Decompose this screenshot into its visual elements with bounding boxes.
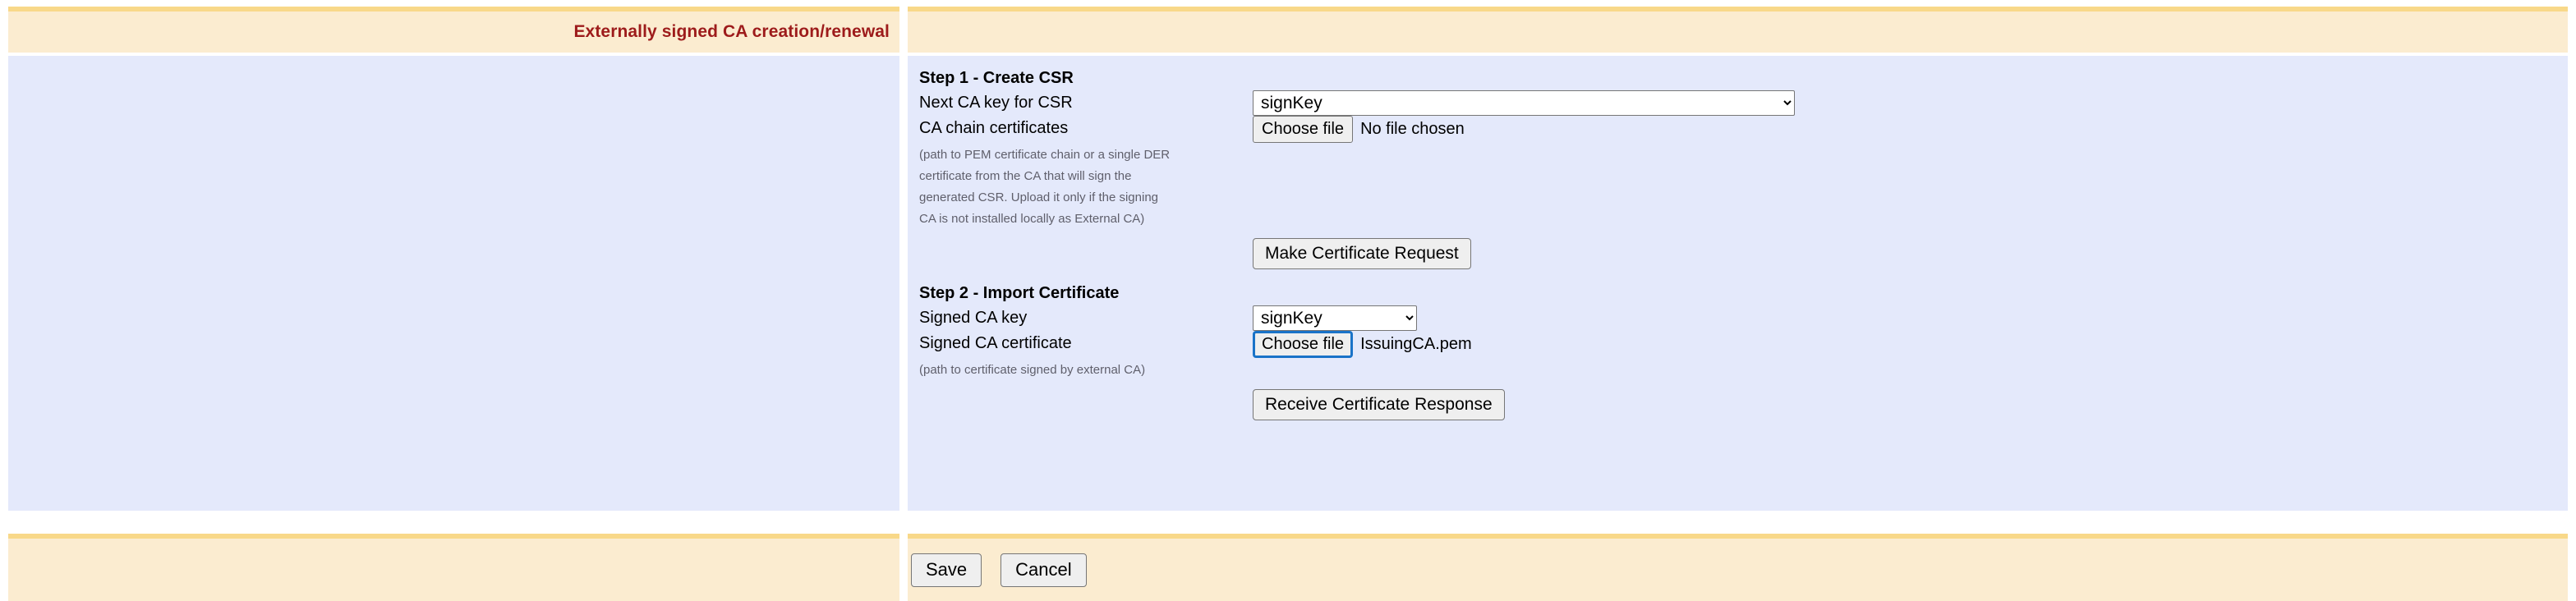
ca-chain-file-field[interactable]: Choose file No file chosen	[1253, 116, 1465, 143]
row-ca-chain-help: (path to PEM certificate chain or a sing…	[919, 143, 2568, 230]
make-certificate-request-button[interactable]: Make Certificate Request	[1253, 238, 1471, 269]
page-title: Externally signed CA creation/renewal	[573, 22, 890, 41]
footer-spacer-cell	[8, 534, 899, 601]
ca-chain-help-line-3: generated CSR. Upload it only if the sig…	[919, 190, 1159, 204]
signed-ca-certificate-file-status: IssuingCA.pem	[1360, 335, 1472, 353]
make-request-label-spacer	[919, 238, 1253, 240]
signed-ca-key-control: signKey	[1253, 305, 2568, 331]
form-panel: Step 1 - Create CSR Next CA key for CSR …	[908, 56, 2568, 511]
row-signed-ca-key: Signed CA key signKey	[919, 305, 2568, 331]
receive-response-label-spacer	[919, 389, 1253, 391]
ca-chain-choose-file-button[interactable]: Choose file	[1253, 116, 1354, 143]
row-make-certificate-request: Make Certificate Request	[919, 238, 2568, 269]
save-button[interactable]: Save	[911, 553, 982, 587]
step1-heading: Step 1 - Create CSR	[919, 69, 1074, 87]
ca-chain-help-line-1: (path to PEM certificate chain or a sing…	[919, 148, 1171, 162]
spacer-before-receive-response	[919, 381, 2568, 389]
header-band: Externally signed CA creation/renewal	[8, 7, 2568, 53]
signed-ca-certificate-help-wrapper: (path to certificate signed by external …	[919, 358, 1253, 381]
make-request-control: Make Certificate Request	[1253, 238, 2568, 269]
row-signed-ca-certificate-help: (path to certificate signed by external …	[919, 358, 2568, 381]
signed-ca-key-label: Signed CA key	[919, 309, 1028, 327]
receive-certificate-response-button[interactable]: Receive Certificate Response	[1253, 389, 1505, 420]
row-ca-chain: CA chain certificates Choose file No fil…	[919, 116, 2568, 143]
footer-band: Save Cancel	[8, 534, 2568, 601]
signed-ca-certificate-file-field[interactable]: Choose file IssuingCA.pem	[1253, 331, 1472, 358]
signed-ca-certificate-choose-file-button[interactable]: Choose file	[1253, 331, 1354, 358]
row-receive-certificate-response: Receive Certificate Response	[919, 389, 2568, 420]
spacer-before-step2	[919, 269, 2568, 282]
signed-ca-key-select[interactable]: signKey	[1253, 305, 1417, 331]
header-title-cell: Externally signed CA creation/renewal	[8, 7, 899, 53]
header-spacer-cell	[908, 7, 2568, 53]
receive-response-control: Receive Certificate Response	[1253, 389, 2568, 420]
cancel-button[interactable]: Cancel	[1000, 553, 1087, 587]
ca-chain-help-line-4: CA is not installed locally as External …	[919, 212, 1145, 226]
footer-actions-cell: Save Cancel	[908, 534, 2568, 601]
ca-chain-label: CA chain certificates	[919, 119, 1069, 137]
next-ca-key-control: signKey	[1253, 90, 2568, 116]
left-empty-panel	[8, 56, 899, 511]
step2-heading: Step 2 - Import Certificate	[919, 284, 1120, 302]
signed-ca-certificate-label: Signed CA certificate	[919, 334, 1072, 352]
next-ca-key-select[interactable]: signKey	[1253, 90, 1795, 116]
ca-chain-help-wrapper: (path to PEM certificate chain or a sing…	[919, 143, 1253, 230]
spacer-before-make-request	[919, 230, 2568, 238]
main-band: Step 1 - Create CSR Next CA key for CSR …	[8, 56, 2568, 511]
signed-ca-certificate-help-line-1: (path to certificate signed by external …	[919, 363, 1146, 377]
signed-ca-certificate-help-text: (path to certificate signed by external …	[919, 360, 1248, 381]
ca-chain-help-text: (path to PEM certificate chain or a sing…	[919, 145, 1248, 230]
row-next-ca-key: Next CA key for CSR signKey	[919, 90, 2568, 116]
ca-chain-help-line-2: certificate from the CA that will sign t…	[919, 169, 1132, 183]
ca-chain-control: Choose file No file chosen	[1253, 116, 2568, 143]
next-ca-key-label: Next CA key for CSR	[919, 94, 1073, 112]
ca-chain-file-status: No file chosen	[1360, 120, 1465, 138]
signed-ca-certificate-control: Choose file IssuingCA.pem	[1253, 331, 2568, 358]
row-signed-ca-certificate: Signed CA certificate Choose file Issuin…	[919, 331, 2568, 358]
